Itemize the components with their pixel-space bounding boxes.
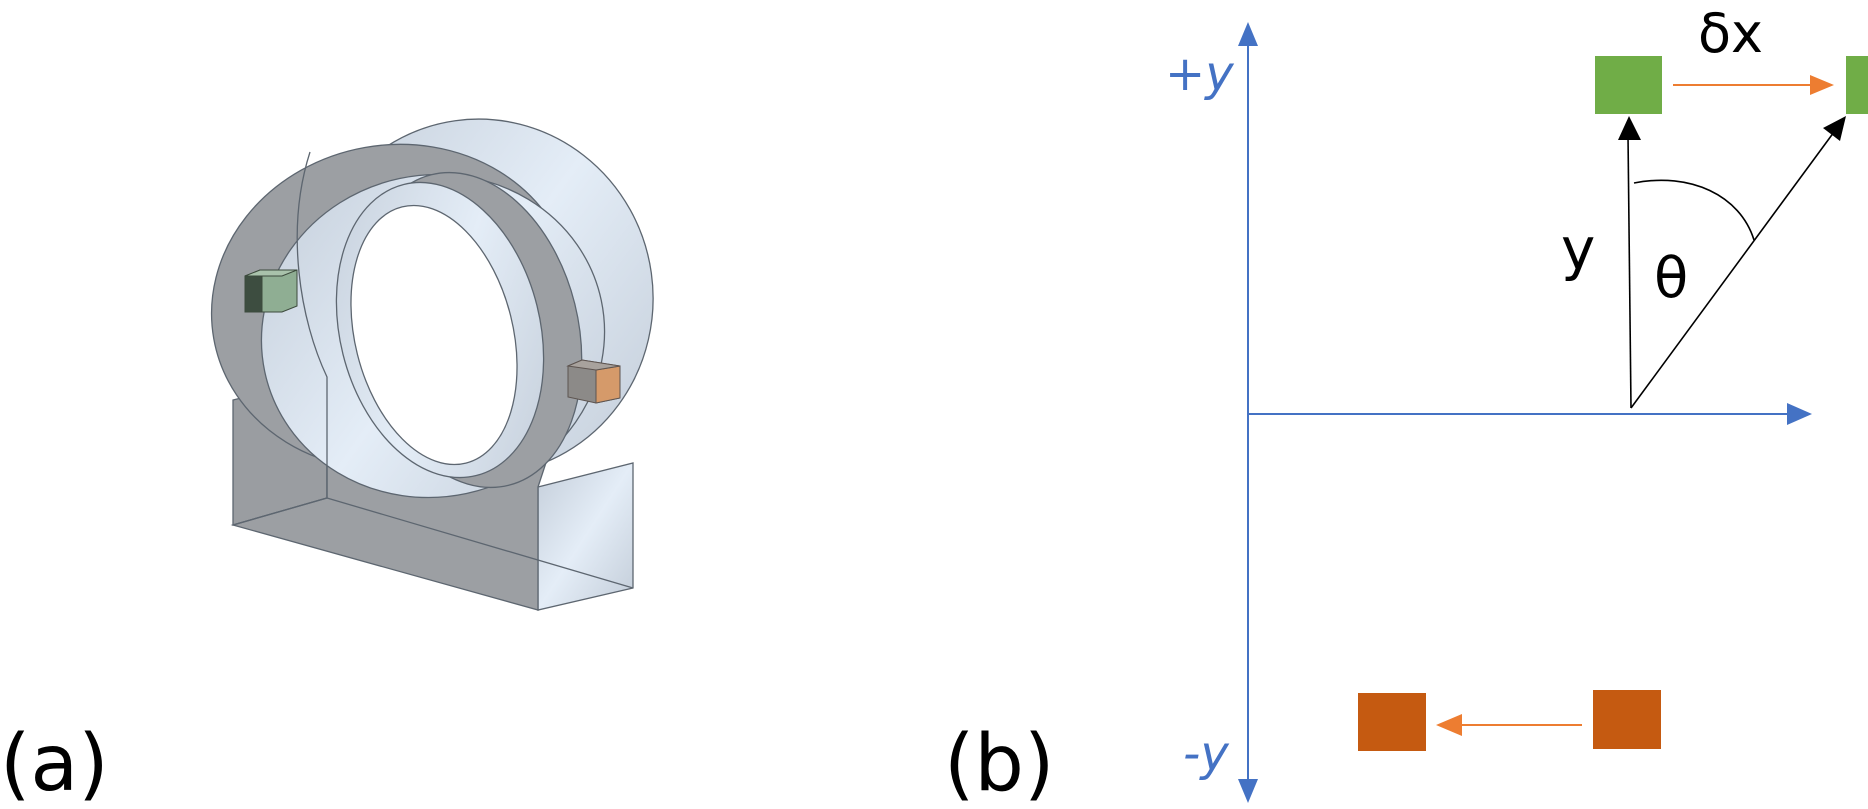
x-axis-arrowhead bbox=[1787, 403, 1812, 425]
displacement-arrowhead-top bbox=[1810, 75, 1834, 95]
y-distance-arrowhead bbox=[1618, 116, 1641, 140]
green-marker-initial bbox=[1595, 56, 1662, 114]
y-distance-label: y bbox=[1561, 215, 1595, 283]
axes bbox=[1238, 22, 1812, 803]
y-distance-arrow bbox=[1627, 134, 1632, 409]
orange-marker-displaced bbox=[1358, 693, 1426, 751]
theta-label: θ bbox=[1654, 246, 1688, 311]
delta-x-label: δx bbox=[1698, 2, 1763, 65]
green-marker-displaced bbox=[1846, 56, 1868, 114]
angle-arc bbox=[1633, 179, 1755, 241]
hidden-edge bbox=[296, 151, 328, 498]
panel-a-label: (a) bbox=[0, 719, 109, 809]
base-edge bbox=[232, 497, 328, 526]
diagonal-arrow bbox=[1630, 131, 1835, 409]
panel-b-label: (b) bbox=[944, 719, 1054, 809]
negative-y-label: -y bbox=[1183, 726, 1229, 782]
orange-sensor-cube bbox=[566, 359, 621, 404]
diagonal-arrowhead bbox=[1823, 116, 1846, 141]
orange-marker-initial bbox=[1593, 690, 1661, 749]
displacement-arrowhead-bottom bbox=[1436, 714, 1462, 736]
positive-y-label: +y bbox=[1165, 46, 1234, 102]
green-sensor-cube bbox=[244, 269, 298, 313]
ring-hole bbox=[350, 204, 518, 466]
ring-part-3d bbox=[210, 118, 654, 611]
base-right-face bbox=[537, 462, 634, 611]
base-bottom-edge bbox=[326, 497, 634, 589]
y-axis-top-arrowhead bbox=[1238, 22, 1258, 46]
y-axis-bottom-arrowhead bbox=[1238, 779, 1258, 803]
